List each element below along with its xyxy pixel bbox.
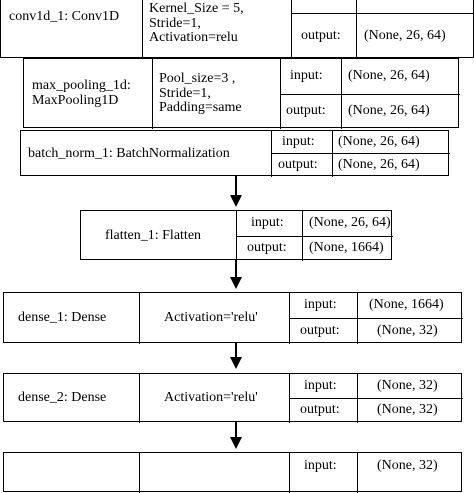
batchnorm-input-value: (None, 26, 64)	[338, 133, 420, 149]
arrow-shaft-2	[235, 260, 237, 278]
flatten-output-label: output:	[247, 240, 287, 256]
maxpool-layer-name: max_pooling_1d: MaxPooling1D	[32, 59, 131, 129]
dense1-divider-1	[139, 293, 140, 344]
conv1d-divider-1	[142, 0, 143, 59]
dense2-layer-box: dense_2: Dense Activation='relu' input: …	[3, 373, 463, 423]
maxpool-param-pool-size: Pool_size=3 ,	[159, 70, 236, 86]
flatten-divider-2	[302, 211, 303, 261]
maxpool-param-stride: Stride=1,	[159, 85, 211, 101]
conv1d-divider-2	[291, 0, 292, 59]
dense1-layer-box: dense_1: Dense Activation='relu' input: …	[3, 292, 463, 344]
batchnorm-row-divider	[271, 153, 450, 154]
conv1d-layer-name: conv1d_1: Conv1D	[9, 8, 120, 24]
conv1d-layer-box: conv1d_1: Conv1D Kernel_Size = 5, Stride…	[0, 0, 474, 59]
arrow-shaft-4	[235, 422, 237, 438]
dense1-divider-3	[357, 293, 358, 344]
dense1-row-divider	[289, 318, 463, 319]
arrow-head-1	[230, 195, 242, 207]
maxpool-divider-3	[341, 59, 342, 129]
dense3-divider-3	[357, 453, 358, 493]
dense1-output-value: (None, 32)	[377, 322, 438, 338]
dense1-input-label: input:	[304, 297, 337, 313]
flatten-row-divider	[236, 236, 393, 237]
dense1-activation: Activation='relu'	[164, 310, 258, 326]
dense2-output-value: (None, 32)	[377, 402, 438, 418]
flatten-output-value: (None, 1664)	[309, 240, 384, 256]
dense3-layer-box: input: (None, 32)	[3, 452, 462, 493]
dense1-input-value: (None, 1664)	[369, 297, 444, 313]
dense3-divider-2	[289, 453, 290, 493]
conv1d-param-stride: Stride=1,	[149, 15, 201, 31]
dense1-layer-name: dense_1: Dense	[18, 310, 107, 326]
dense3-divider-1	[139, 453, 140, 493]
arrow-shaft-1	[235, 176, 237, 196]
dense2-output-label: output:	[300, 402, 340, 418]
conv1d-row-divider	[291, 13, 474, 14]
conv1d-param-kernel: Kernel_Size = 5,	[149, 0, 244, 16]
dense2-input-value: (None, 32)	[377, 377, 438, 393]
flatten-input-value: (None, 26, 64)	[309, 215, 391, 231]
maxpool-row-divider	[280, 94, 460, 95]
arrow-head-2	[230, 277, 242, 289]
maxpool-params: Pool_size=3 , Stride=1, Padding=same	[159, 59, 242, 129]
maxpool-output-label: output:	[286, 103, 326, 119]
arrow-head-3	[230, 357, 242, 369]
dense2-row-divider	[289, 398, 463, 399]
arrow-head-4	[230, 437, 242, 449]
batchnorm-layer-box: batch_norm_1: BatchNormalization input: …	[20, 130, 450, 177]
conv1d-param-activation: Activation=relu	[149, 30, 238, 46]
dense2-divider-1	[139, 374, 140, 423]
maxpool-name-line1: max_pooling_1d:	[32, 78, 131, 94]
conv1d-divider-3	[356, 0, 357, 59]
dense2-activation: Activation='relu'	[164, 390, 258, 406]
dense3-input-label: input:	[304, 457, 337, 473]
batchnorm-output-value: (None, 26, 64)	[338, 156, 420, 172]
batchnorm-layer-name: batch_norm_1: BatchNormalization	[28, 145, 230, 161]
batchnorm-divider-1	[271, 131, 272, 177]
conv1d-output-value: (None, 26, 64)	[364, 27, 446, 43]
batchnorm-output-label: output:	[278, 156, 318, 172]
batchnorm-input-label: input:	[282, 133, 315, 149]
flatten-layer-name: flatten_1: Flatten	[105, 227, 202, 243]
flatten-layer-box: flatten_1: Flatten input: output: (None,…	[80, 210, 393, 261]
batchnorm-divider-2	[332, 131, 333, 177]
dense2-layer-name: dense_2: Dense	[18, 390, 107, 406]
flatten-input-label: input:	[251, 215, 284, 231]
maxpool-name-line2: MaxPooling1D	[32, 93, 119, 108]
conv1d-params: Kernel_Size = 5, Stride=1, Activation=re…	[149, 0, 244, 59]
dense3-input-value: (None, 32)	[377, 457, 438, 473]
maxpool-input-label: input:	[290, 68, 323, 84]
dense2-input-label: input:	[304, 377, 337, 393]
arrow-shaft-3	[235, 343, 237, 358]
dense2-divider-3	[357, 374, 358, 423]
maxpool-output-value: (None, 26, 64)	[348, 103, 430, 119]
dense1-output-label: output:	[300, 322, 340, 338]
maxpool-layer-box: max_pooling_1d: MaxPooling1D Pool_size=3…	[23, 58, 460, 129]
maxpool-param-padding: Padding=same	[159, 100, 242, 116]
maxpool-divider-1	[152, 59, 153, 129]
conv1d-output-label: output:	[301, 27, 341, 43]
maxpool-input-value: (None, 26, 64)	[348, 68, 430, 84]
